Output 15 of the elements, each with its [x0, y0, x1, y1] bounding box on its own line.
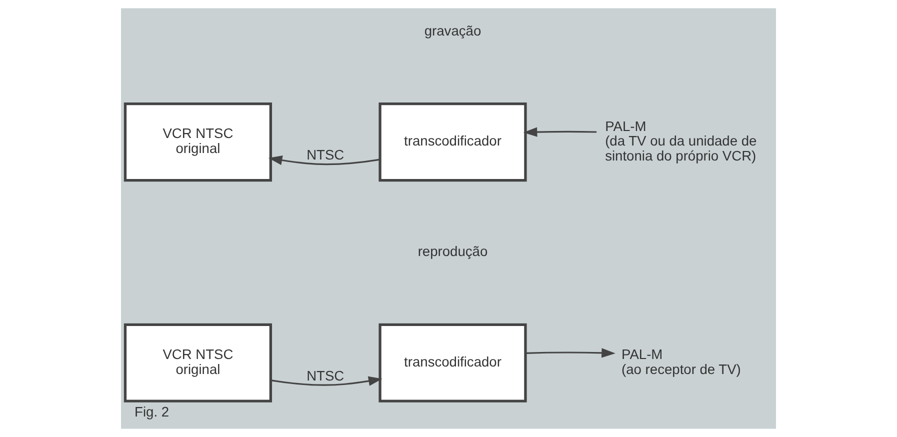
edge-label: NTSC: [306, 147, 344, 162]
node-text: PAL-M (da TV ou da unidade de sintonia do próprio VCR): [605, 118, 757, 164]
arrow: [268, 155, 380, 166]
caption: Fig. 2: [134, 404, 170, 420]
node-text: PAL-M (ao receptor de TV): [622, 347, 741, 377]
label: reprodução: [418, 244, 488, 260]
node-box: transcodificador: [378, 102, 527, 182]
arrow: [270, 376, 382, 386]
arrow: [526, 348, 616, 358]
edge-label: NTSC: [306, 368, 344, 384]
label: gravação: [424, 23, 482, 38]
arrow: [523, 127, 597, 137]
node-box: transcodificador: [378, 323, 527, 402]
node-box: VCR NTSC original: [124, 323, 272, 402]
node-box: VCR NTSC original: [124, 102, 272, 182]
